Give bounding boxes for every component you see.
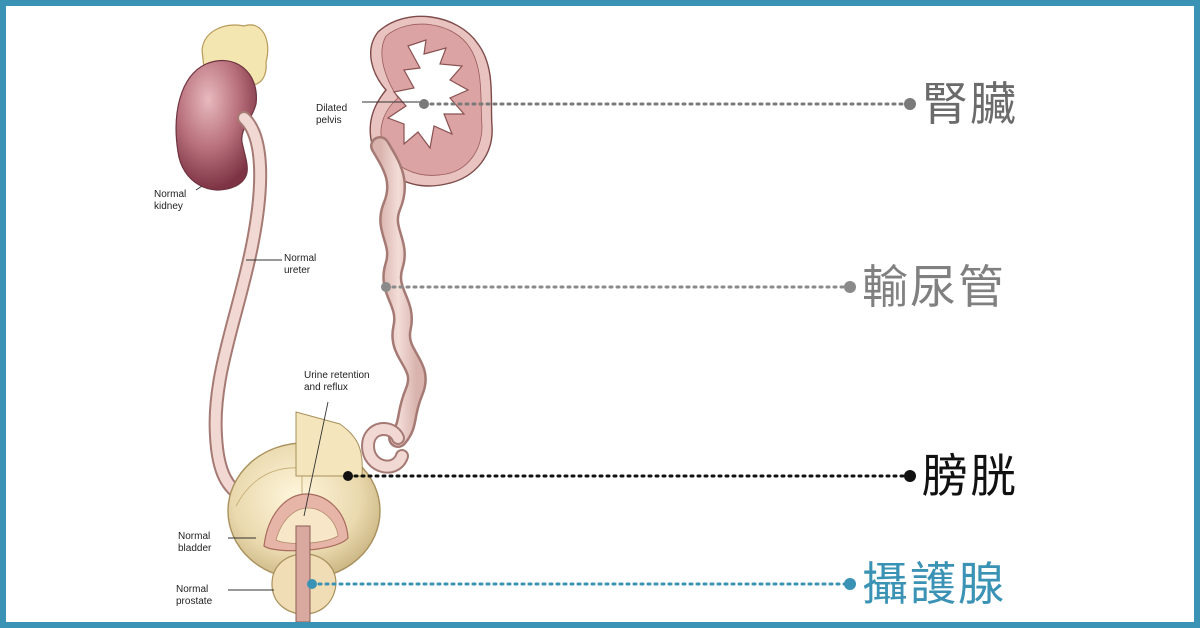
bladder-callout-label: 膀胱 (922, 449, 1018, 503)
dilated-pelvis (386, 39, 470, 150)
urine-retention-label: Urine retention and reflux (304, 370, 370, 393)
bladder-dot-end (904, 470, 916, 482)
prostate-dot-start (307, 579, 317, 589)
bladder-dot-start (343, 471, 353, 481)
kidney-callout-label: 腎臟 (922, 77, 1018, 131)
normal-bladder-label: Normal bladder (178, 531, 212, 554)
ureter-callout-label: 輸尿管 (862, 260, 1006, 314)
ureter-dot-start (381, 282, 391, 292)
prostate-callout-label: 攝護腺 (862, 557, 1006, 611)
normal-ureter-label: Normal ureter (284, 253, 317, 276)
ureter-dot-end (844, 281, 856, 293)
urethra (295, 525, 311, 622)
normal-kidney (175, 59, 257, 191)
prostate-dot-end (844, 578, 856, 590)
normal-prostate-label: Normal prostate (176, 584, 213, 607)
bladder-cutaway (295, 411, 363, 477)
kidney-dot-start (419, 99, 429, 109)
urinary-tract-illustration (175, 15, 916, 622)
normal-kidney-label: Normal kidney (154, 189, 187, 212)
callout-lines (307, 98, 916, 590)
dilated-pelvis-label: Dilated pelvis (316, 103, 348, 126)
kidney-dot-end (904, 98, 916, 110)
